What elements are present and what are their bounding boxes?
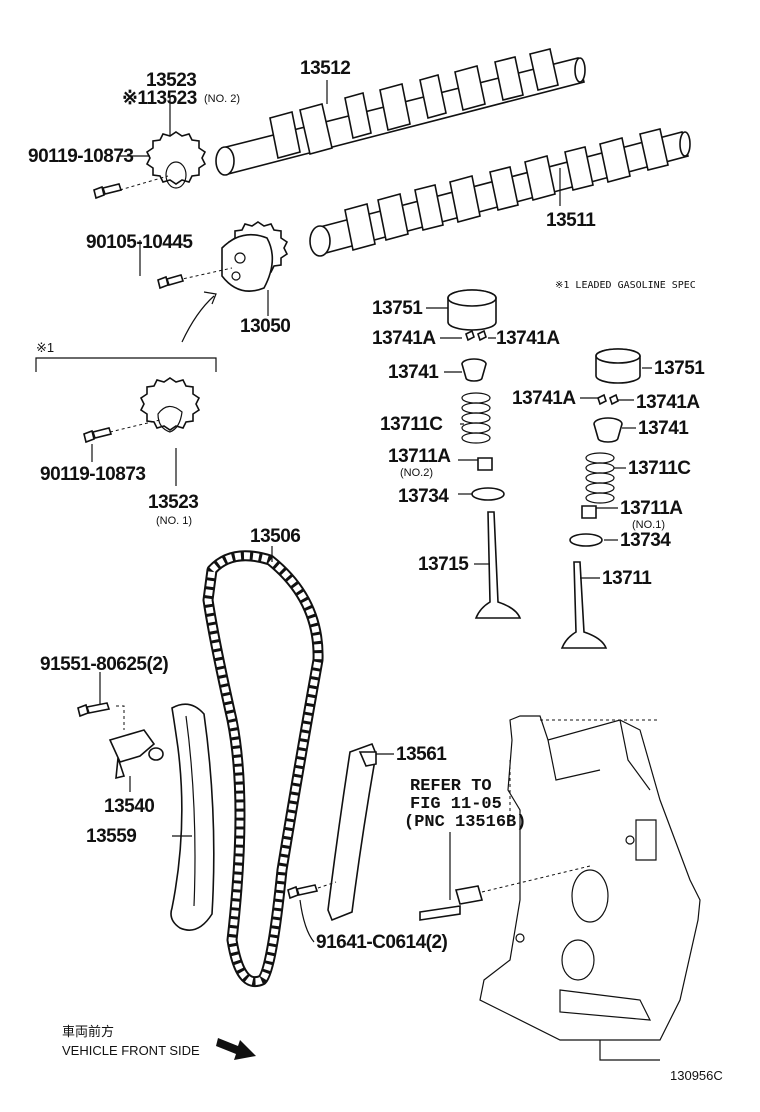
label-13523-top: 13523 <box>146 70 196 91</box>
label-13741A-b2: 13741A <box>636 392 700 413</box>
label-mark1: ※1 <box>36 340 54 355</box>
label-90119-bottom: 90119-10873 <box>40 464 145 485</box>
bolt-91551[interactable] <box>77 702 111 718</box>
label-13506: 13506 <box>250 526 300 547</box>
label-13711C-b: 13711C <box>628 458 691 479</box>
vvt-gear-13050[interactable] <box>221 221 289 316</box>
spec-bracket <box>35 357 217 372</box>
tensioner-13540[interactable] <box>108 729 164 792</box>
chain-guide-13561[interactable] <box>327 742 394 922</box>
label-13523-bottom: 13523 <box>148 492 198 513</box>
camshaft-13511[interactable] <box>309 128 691 257</box>
oil-jet-13516B[interactable] <box>419 832 484 921</box>
label-13050: 13050 <box>240 316 290 337</box>
label-13523-alt: ※113523 <box>122 88 197 109</box>
label-spec-note: ※1 LEADED GASOLINE SPEC <box>555 280 696 291</box>
valve-set-b[interactable] <box>560 348 641 649</box>
bolt-line-upper <box>119 175 169 191</box>
label-90105: 90105-10445 <box>86 232 193 253</box>
label-13711C-a: 13711C <box>380 414 443 435</box>
label-13751-b: 13751 <box>654 358 705 379</box>
arrow-down-right-icon <box>216 1038 256 1060</box>
label-90119-top: 90119-10873 <box>28 146 133 167</box>
sprocket-13523-upper[interactable] <box>145 96 207 189</box>
label-13711A-a-note: (NO.2) <box>400 467 433 479</box>
label-13711A-b: 13711A <box>620 498 683 519</box>
bolt-91641[interactable] <box>287 884 319 943</box>
label-refer-3: (PNC 13516B) <box>404 813 526 832</box>
bolt-90119-lower[interactable] <box>83 427 113 462</box>
label-13511: 13511 <box>546 210 596 231</box>
label-13512: 13512 <box>300 58 350 79</box>
valve-set-a[interactable] <box>447 289 522 619</box>
engine-block <box>479 715 701 1061</box>
label-front-en: VEHICLE FRONT SIDE <box>62 1043 200 1058</box>
label-13523-bottom-note: (NO. 1) <box>156 515 192 527</box>
alternate-arrow <box>181 291 217 343</box>
label-13741-b: 13741 <box>638 418 689 439</box>
label-fig-code: 130956C <box>670 1068 723 1083</box>
leader-lines <box>120 155 652 579</box>
sprocket-13523-lower[interactable] <box>139 377 201 486</box>
label-refer-2: FIG 11-05 <box>410 795 502 814</box>
label-13715: 13715 <box>418 554 469 575</box>
label-13741A-b1: 13741A <box>512 388 576 409</box>
chain-slipper-13559[interactable] <box>170 703 215 931</box>
oil-jet-line <box>481 865 591 893</box>
bolt-line-lower <box>109 419 161 433</box>
label-13711: 13711 <box>602 568 652 589</box>
label-91641: 91641-C0614(2) <box>316 932 448 953</box>
label-13523-alt-note: (NO. 2) <box>204 93 240 105</box>
label-refer-1: REFER TO <box>410 777 492 796</box>
label-13734-b: 13734 <box>620 530 671 551</box>
label-13561: 13561 <box>396 744 447 765</box>
label-91551: 91551-80625(2) <box>40 654 168 675</box>
label-front-jp: 車両前方 <box>62 1024 114 1039</box>
bolt-line-tensioner <box>116 705 125 730</box>
label-13751-a: 13751 <box>372 298 423 319</box>
label-13711A-a: 13711A <box>388 446 451 467</box>
timing-chain-13506[interactable] <box>202 546 324 987</box>
label-13559: 13559 <box>86 826 136 847</box>
labels: 13523 ※113523 (NO. 2) 13512 90119-10873 … <box>28 58 723 1083</box>
label-13540: 13540 <box>104 796 154 817</box>
bolt-90105[interactable] <box>157 274 185 290</box>
label-13734-a: 13734 <box>398 486 449 507</box>
label-13711A-b-note: (NO.1) <box>632 519 665 531</box>
camshaft-13512[interactable] <box>215 48 586 176</box>
bolt-90119-upper[interactable] <box>93 183 123 200</box>
label-13741A-a2: 13741A <box>496 328 560 349</box>
label-13741-a: 13741 <box>388 362 439 383</box>
label-13741A-a1: 13741A <box>372 328 436 349</box>
